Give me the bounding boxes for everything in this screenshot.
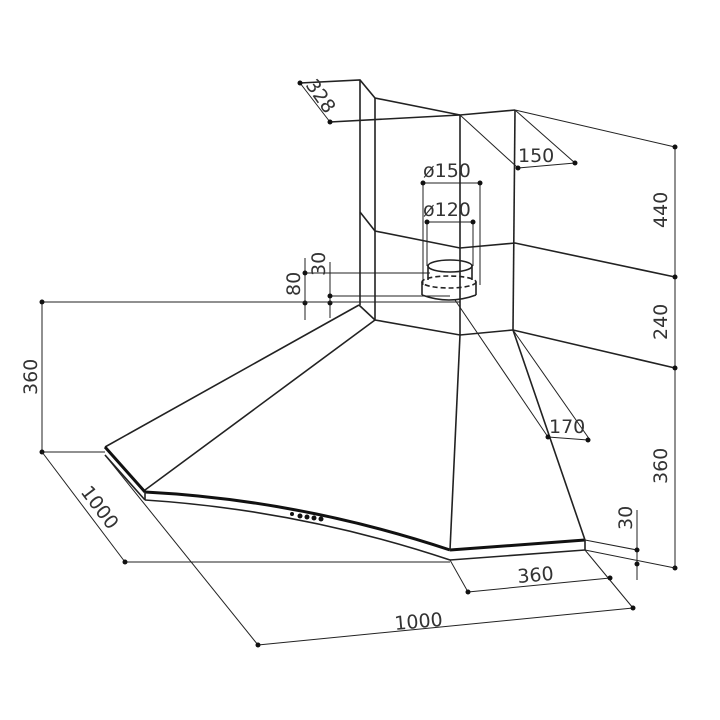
label-duct-outer: ø150	[423, 160, 471, 182]
label-edge-thickness: 30	[615, 506, 637, 530]
label-width-left: 1000	[76, 482, 123, 534]
dimension-lines	[39, 80, 678, 648]
label-front-depth: 360	[517, 563, 555, 588]
label-hood-height-left: 360	[20, 359, 42, 395]
label-offset: 170	[549, 416, 585, 438]
label-chimney-side: 150	[518, 145, 554, 167]
label-upper-chimney: 440	[650, 192, 672, 228]
control-buttons	[290, 512, 324, 522]
duct-collar	[421, 259, 477, 301]
label-width-bottom: 1000	[394, 609, 444, 635]
label-lower-chimney: 240	[650, 304, 672, 340]
label-collar-total: 80	[283, 272, 305, 296]
label-collar: 30	[308, 252, 330, 276]
hood-outline	[103, 79, 676, 561]
label-hood-height-right: 360	[650, 448, 672, 484]
label-duct-inner: ø120	[423, 199, 471, 221]
